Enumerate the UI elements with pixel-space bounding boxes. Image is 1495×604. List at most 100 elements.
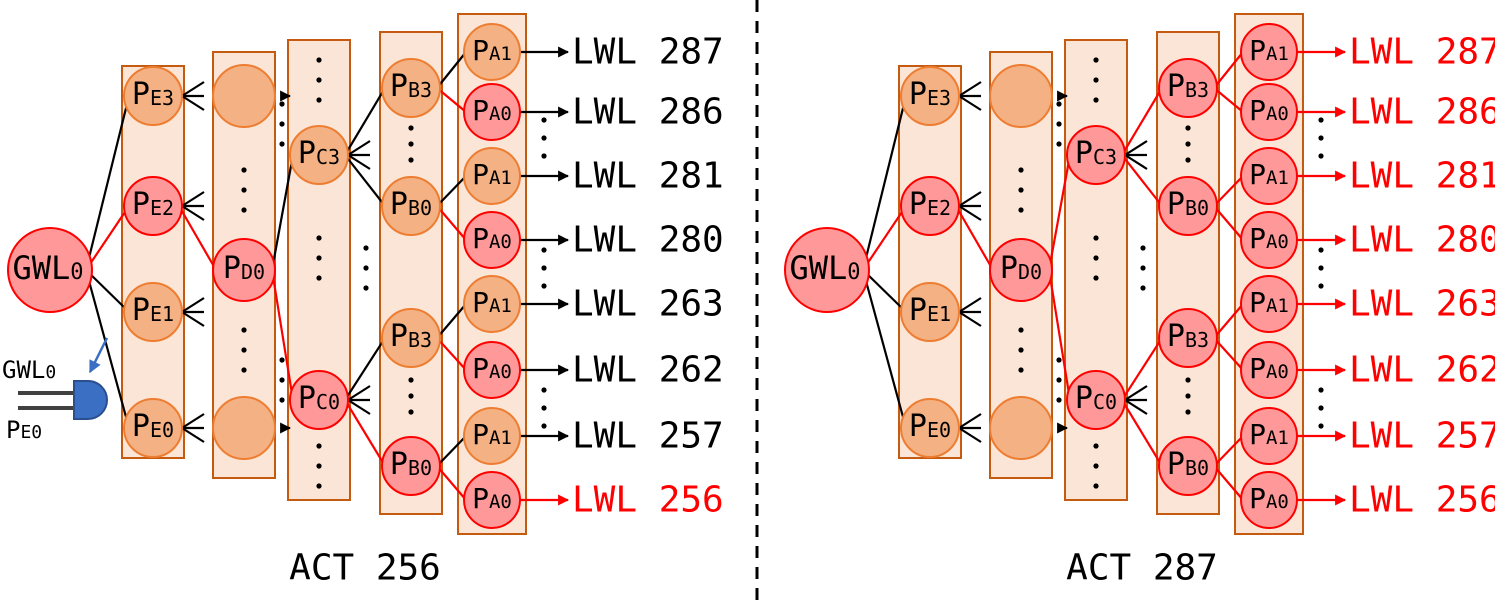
gate-arrow [88,337,109,374]
pd-node-empty [989,396,1053,460]
fan-pc [347,385,371,401]
ellipsis-dots [316,57,322,63]
ellipsis-dots [1093,77,1099,83]
pe-node-label-sub: E2 [150,196,174,220]
gwl-node [784,227,870,313]
pa-node [463,407,521,465]
fan-pe [958,191,982,207]
pa-node-label-base: P [1249,222,1266,255]
ellipsis-dots [316,97,322,103]
pa-node [1240,83,1298,141]
pa-node-label-base: P [472,418,489,451]
pa-node-label-sub: A0 [1266,491,1289,513]
pb-node-label: PB0 [390,187,432,222]
pb-node-label-sub: B0 [1185,456,1209,480]
pa-node-label-sub: A1 [1266,427,1289,449]
pb-node-label-sub: B0 [1185,196,1209,220]
pa-node-label: PA0 [472,94,512,127]
ellipsis-dots [316,483,322,489]
ellipsis-dots [541,423,547,429]
edge-pb-pa [436,435,467,467]
ellipsis-dots [316,463,322,469]
pa-node-label-sub: A1 [1266,295,1289,317]
ellipsis-dots [1093,97,1099,103]
fan-pc [1124,385,1148,401]
edge-pc-pb [344,399,386,467]
pc-node [1066,125,1126,185]
pa-node-label-base: P [1249,286,1266,319]
lwl-label: LWL 281 [572,156,724,197]
pb-node [381,176,441,236]
fan-pe [181,311,205,327]
ellipsis-dots [541,387,547,393]
edge-pb-pa [436,303,467,339]
pb-node-label-base: P [390,187,408,222]
ellipsis-dots [1318,283,1324,289]
edge-pb-pa [1213,87,1244,113]
pc-node-label-sub: C3 [1093,145,1117,169]
ellipsis-dots [408,393,414,399]
pa-node [1240,211,1298,269]
fan-pc [1124,154,1148,170]
pe-node-label-sub: E0 [927,418,951,442]
pa-node-label-sub: A0 [1266,361,1289,383]
edge-pc-pb [344,337,386,401]
ellipsis-dots [1140,245,1146,251]
lwl-label: LWL 262 [1349,350,1495,391]
fan-pe [958,427,982,443]
edge-gwl-pe [85,269,130,313]
pb-node-label: PB0 [390,447,432,482]
lwl-label: LWL 287 [572,32,724,73]
pa-node [1240,147,1298,205]
ellipsis-dots [1093,235,1099,241]
pb-node-label-sub: B3 [408,328,432,352]
pe-node-label-base: P [909,77,927,112]
pb-node-label-sub: B3 [408,78,432,102]
lwl-label: LWL 281 [1349,156,1495,197]
ellipsis-dots [241,187,247,193]
fan-pe [958,311,982,327]
pb-node-label: PB0 [1167,187,1209,222]
ellipsis-dots [1140,265,1146,271]
pa-node-label-sub: A0 [1266,103,1289,125]
decoder-column [1064,39,1128,501]
fan-pc [347,140,371,156]
pb-node [381,58,441,118]
lwl-label: LWL 263 [572,284,724,325]
decoder-column [287,39,351,501]
edge-pb-pa [436,337,467,371]
pe-node [123,176,183,236]
gwl-node-label-base: GWL [789,249,847,287]
edge-pd-pc [270,269,295,401]
fan-pe [958,413,982,429]
and-gate-icon [73,380,108,420]
ellipsis-dots [279,141,285,147]
pe-node-label-sub: E3 [927,86,951,110]
ellipsis-dots [1318,247,1324,253]
pa-node-label-base: P [1249,418,1266,451]
pb-node-label: PB3 [1167,319,1209,354]
edge-pd-pc [1047,269,1072,401]
pe-node-label-sub: E1 [150,302,174,326]
pa-node-label-sub: A1 [489,427,512,449]
ellipsis-dots [408,141,414,147]
lwl-label: LWL 257 [1349,416,1495,457]
ellipsis-dots [363,265,369,271]
pe-node-label: PE1 [909,293,951,328]
pa-node-label-base: P [472,158,489,191]
lwl-label: LWL 287 [1349,32,1495,73]
edge-pd-pc [270,154,295,271]
ellipsis-dots [1318,153,1324,159]
ellipsis-dots [541,153,547,159]
ellipsis-dots [541,405,547,411]
pb-node [1158,176,1218,236]
pe-node-label-base: P [132,77,150,112]
edge-pc-pb [1121,154,1163,207]
edge-gwl-pe [861,269,908,429]
fan-pe [181,95,205,111]
edge-pb-pa [436,87,467,113]
pa-node-label: PA0 [472,352,512,385]
pa-node-label-sub: A1 [489,167,512,189]
pa-node-label-base: P [1249,94,1266,127]
